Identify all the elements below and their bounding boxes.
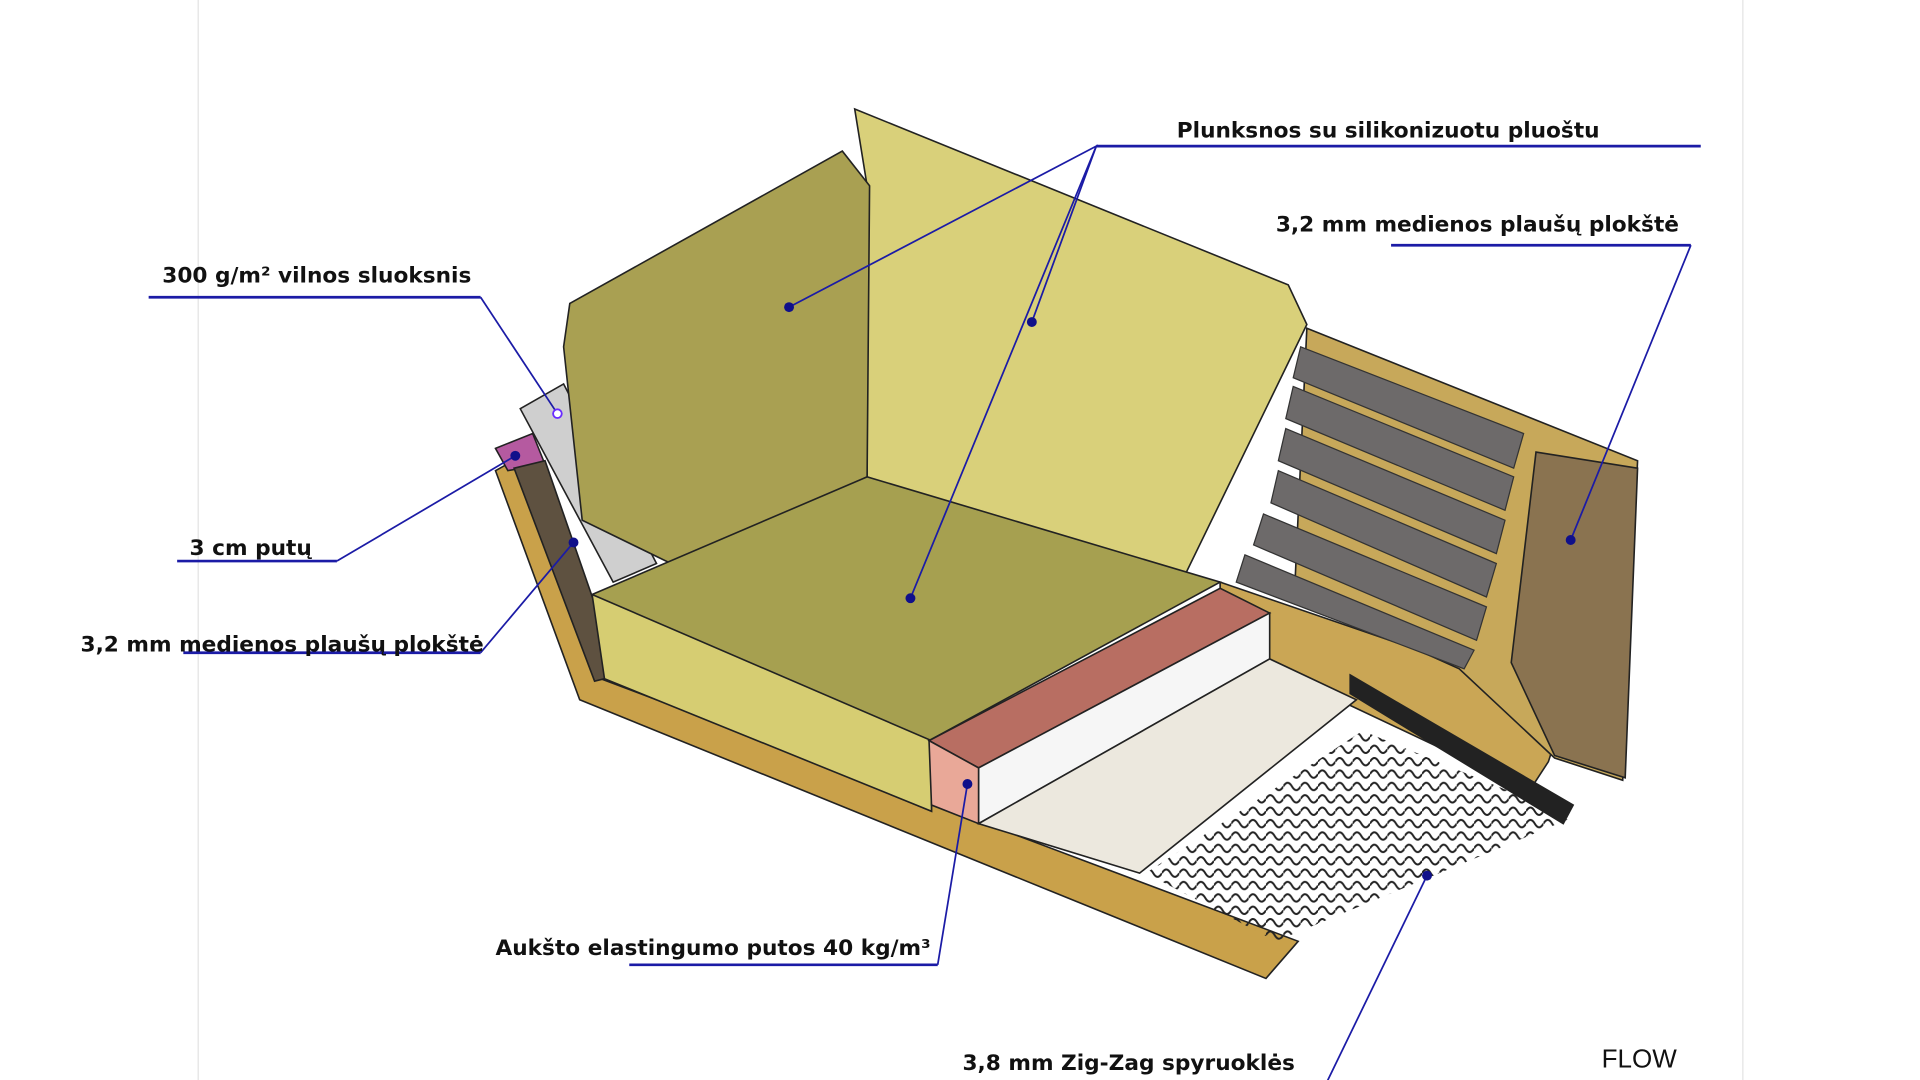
brand-logo: FLOW — [1602, 1044, 1678, 1074]
back-slats — [1235, 345, 1525, 670]
leader-lines — [148, 144, 1701, 1080]
label-wool-layer: 300 g/m² vilnos sluoksnis — [162, 263, 471, 288]
seat-cushion-front — [591, 593, 933, 813]
base-frame — [494, 457, 1575, 980]
spring-pad — [976, 657, 1358, 875]
label-foam-3cm: 3 cm putų — [190, 536, 313, 561]
hr-foam-block — [927, 587, 1272, 826]
label-feathers: Plunksnos su silikonizuotu pluoštu — [1177, 118, 1600, 143]
zigzag-springs-area — [1145, 730, 1574, 942]
label-fiberboard-right: 3,2 mm medienos plaušų plokštė — [1276, 213, 1679, 238]
label-fiberboard-left: 3,2 mm medienos plaušų plokštė — [81, 632, 484, 657]
label-zigzag-springs: 3,8 mm Zig-Zag spyruoklės — [962, 1051, 1294, 1076]
label-hr-foam: Aukšto elastingumo putos 40 kg/m³ — [495, 936, 930, 961]
